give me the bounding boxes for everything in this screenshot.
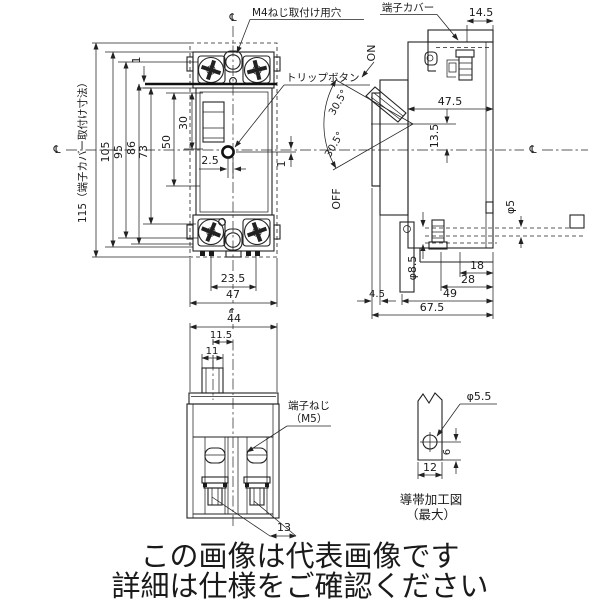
dim-28: 28 (461, 273, 475, 286)
front-callouts: M4ねじ取付け用穴 トリップボタン (234, 6, 370, 148)
dim-30: 30 (177, 116, 190, 130)
centerline-symbol-right: ℄ (528, 143, 536, 156)
dim-angle-on: 30.5° (327, 88, 350, 117)
terminal-screw-callout: 端子ねじ （M5） (246, 399, 331, 453)
on-label: ON (365, 45, 378, 62)
conductor-hole (420, 432, 440, 452)
footer-note: この画像は代表画像です 詳細は仕様をご確認ください (111, 539, 488, 600)
bottom-terminal-screw (201, 437, 229, 514)
bottom-view: 44 11.5 11 (186, 312, 331, 539)
conductor-bar (417, 392, 443, 461)
dim-23-5: 23.5 (221, 272, 246, 285)
dim-67-5: 67.5 (420, 301, 445, 314)
bottom-view-dims: 44 11.5 11 (189, 312, 278, 392)
terminal-cover-callout: 端子カバー (380, 1, 459, 41)
terminal-cover (424, 29, 494, 72)
dim-phi8-5: φ8.5 (406, 256, 419, 281)
dim-18: 18 (470, 259, 484, 272)
detail-dims: φ5.5 6 12 (417, 390, 497, 479)
terminal-screw (197, 55, 226, 84)
side-body (407, 41, 494, 249)
off-label: OFF (330, 188, 343, 209)
dim-6: 6 (442, 449, 453, 455)
terminal-screw-label-1: 端子ねじ (288, 399, 330, 412)
dim-13-group: 13 (211, 496, 297, 539)
bottom-view-body (186, 403, 280, 519)
side-view: 30.5° 30.5° ON OFF 13.5 14.5 47.5 (323, 1, 585, 319)
dim-12: 12 (423, 461, 437, 474)
footer-line2: 詳細は仕様をご確認ください (111, 569, 488, 600)
handle-projection (201, 367, 224, 394)
handle-escutcheon (379, 79, 409, 216)
dim-50: 50 (160, 135, 173, 149)
dim-phi5-5: φ5.5 (467, 390, 492, 403)
dim-105: 105 (99, 142, 112, 163)
dim-47: 47 (226, 288, 240, 301)
m4-mounting-hole-top (223, 50, 243, 73)
dim-1-right: 1 (275, 161, 288, 168)
footer-line1: この画像は代表画像です (140, 539, 459, 573)
trip-button-label: トリップボタン (286, 72, 360, 84)
dim-49: 49 (443, 287, 457, 300)
side-hole-dims: φ5 φ8.5 (406, 200, 524, 281)
detail-view: φ5.5 6 12 導帯加工図 （最大） (400, 390, 497, 522)
detail-subtitle: （最大） (406, 507, 456, 522)
dim-95: 95 (112, 145, 125, 159)
bottom-view-top-band (188, 392, 279, 405)
dim-115: 115（端子カバー取付け寸法） (76, 77, 89, 223)
terminal-screw-label-2: （M5） (291, 413, 328, 425)
trip-button (221, 145, 235, 159)
m4-hole-label: M4ねじ取付け用穴 (252, 6, 342, 19)
terminal-cover-label: 端子カバー (382, 1, 435, 14)
terminal-screw (242, 218, 271, 247)
centerline-symbol-top: ℄ (228, 11, 236, 24)
centerline-symbol-left: ℄ (52, 143, 60, 156)
dim-phi5: φ5 (504, 200, 517, 214)
dim-4-5: 4.5 (369, 289, 385, 300)
terminal-screw (197, 218, 226, 247)
dim-47-5: 47.5 (438, 95, 463, 108)
breaker-handle (202, 101, 225, 143)
side-lower-detail (372, 185, 585, 293)
dim-86: 86 (125, 141, 138, 155)
dim-11: 11 (206, 346, 219, 357)
dim-13-5-group: 13.5 (428, 109, 450, 163)
dim-44: 44 (227, 312, 241, 325)
front-dimensions: 115（端子カバー取付け寸法） 105 95 86 73 50 30 1 (76, 42, 296, 307)
terminal-screw (242, 55, 271, 84)
centerline-symbol-bottom: ℄ (228, 306, 236, 319)
dim-73: 73 (137, 145, 150, 159)
dim-2-5: 2.5 (201, 154, 219, 167)
side-terminal-screw-top (446, 49, 475, 81)
dim-14-5: 14.5 (469, 6, 494, 19)
bottom-terminal-screw (243, 437, 271, 514)
m4-mounting-hole-bottom (223, 228, 243, 251)
side-top-dims: 14.5 47.5 (407, 6, 494, 112)
dim-13-5: 13.5 (428, 124, 441, 149)
front-view: 115（端子カバー取付け寸法） 105 95 86 73 50 30 1 (76, 6, 370, 307)
side-bottom-dims: 18 28 49 4.5 67.5 (357, 188, 494, 319)
centerlines: ℄ ℄ ℄ ℄ (52, 11, 588, 528)
detail-title: 導帯加工図 (400, 492, 463, 507)
dim-1-top: 1 (130, 57, 143, 64)
dim-11-5: 11.5 (210, 330, 232, 341)
dim-13: 13 (277, 521, 291, 534)
